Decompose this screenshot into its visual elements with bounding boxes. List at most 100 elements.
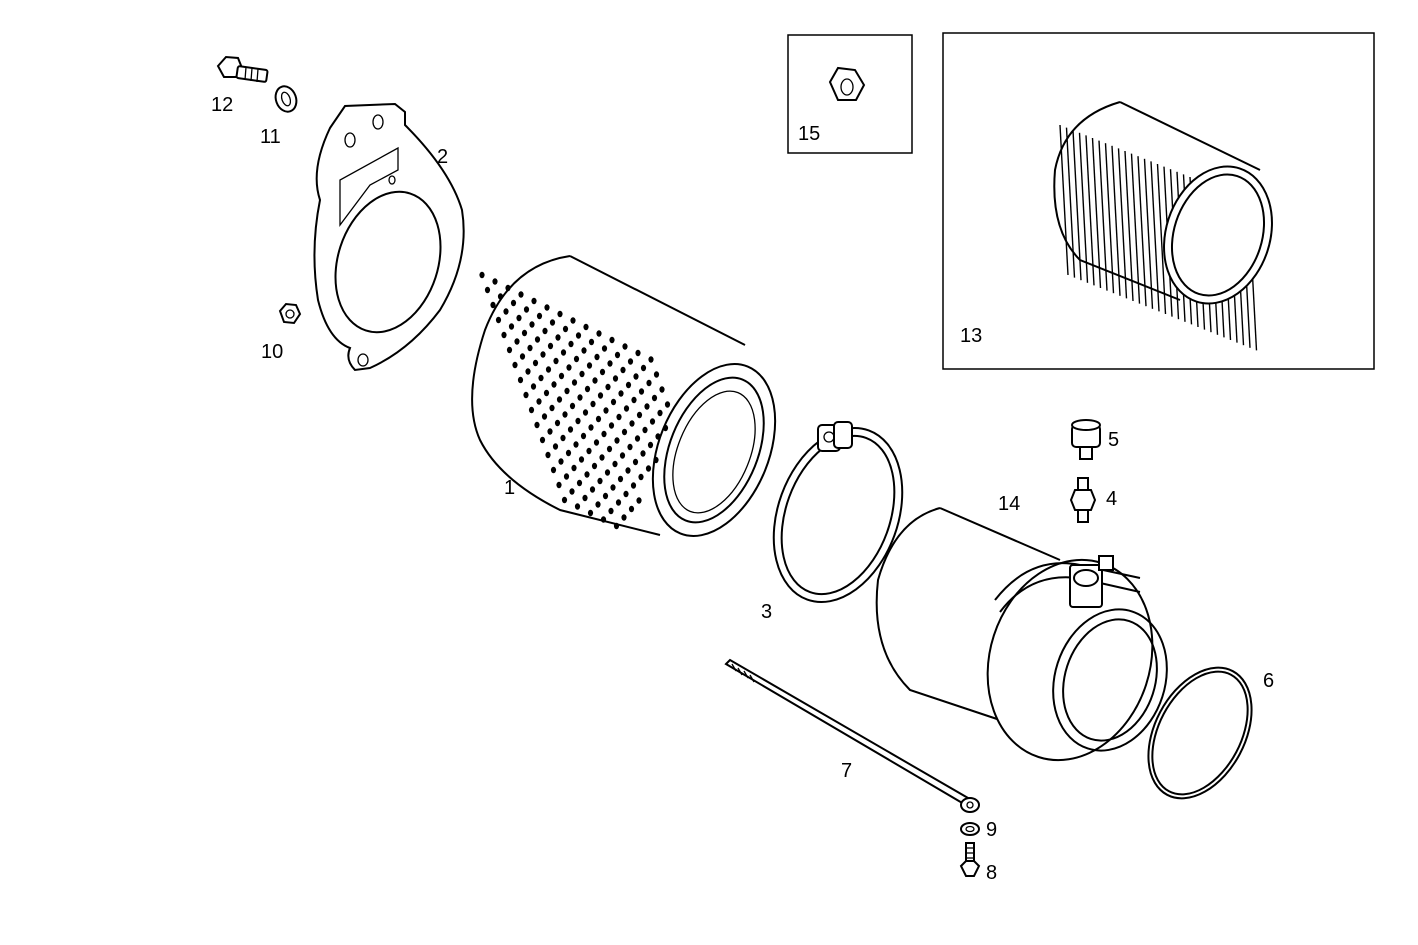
perforation-dot (577, 394, 583, 401)
perforation-dot (648, 356, 654, 363)
perforation-dot (555, 334, 561, 341)
perforation-dot (601, 430, 607, 438)
perforation-dot (574, 503, 581, 510)
perforation-dot (497, 293, 504, 300)
pleat-line (1143, 158, 1154, 309)
perforation-dot (547, 342, 554, 350)
pleat-line (1065, 127, 1076, 278)
perforation-dot (605, 383, 611, 391)
perforation-dot (516, 314, 522, 322)
perforation-dot (573, 355, 580, 363)
perforation-dot (594, 353, 600, 361)
perforation-dot (569, 402, 576, 410)
o-ring-part-6 (1147, 666, 1253, 800)
perforation-dot (649, 418, 656, 425)
perforation-dot (627, 358, 634, 365)
pleat-line (1098, 140, 1108, 291)
perforation-dot (539, 436, 546, 444)
perforation-dot (584, 471, 590, 478)
pleat-line (1117, 148, 1128, 299)
perforation-dot (657, 409, 663, 417)
pleat-line (1156, 163, 1167, 315)
washer-part-9 (960, 822, 980, 836)
pleat-line (1137, 156, 1147, 307)
label-part-4: 4 (1106, 488, 1117, 510)
perforation-dot (560, 349, 567, 356)
perforation-dot (610, 398, 617, 406)
perforation-dot (501, 331, 507, 339)
perforation-dot (638, 473, 644, 481)
pleat-line (1078, 132, 1089, 283)
perforation-dot (595, 501, 601, 508)
perforation-dot (561, 496, 568, 504)
perforation-dot (638, 388, 645, 395)
perforation-dot (527, 344, 533, 352)
perforation-pattern (479, 271, 671, 530)
perforation-dot (597, 477, 603, 485)
perforation-dot (562, 411, 568, 418)
pleat-line (1085, 135, 1095, 286)
perforation-dot (523, 391, 529, 399)
perforation-dot (538, 374, 544, 382)
perforation-dot (625, 467, 631, 474)
perforation-dot (554, 419, 561, 427)
perforation-dot (619, 452, 626, 459)
perforation-dot (633, 373, 639, 380)
perforation-dot (644, 403, 650, 410)
inset-box-15 (787, 34, 913, 154)
perforation-dot (562, 325, 569, 333)
perforation-dot (566, 364, 572, 371)
perforation-dot (541, 413, 548, 420)
perforation-dot (659, 386, 665, 393)
perforation-dot (595, 415, 602, 423)
perforation-dot (582, 494, 588, 502)
perforation-dot (521, 329, 528, 337)
perforation-dot (582, 409, 589, 416)
perforation-dot (490, 301, 496, 309)
perforation-dot (545, 451, 551, 459)
perforation-dot (547, 428, 553, 435)
perforation-dot (635, 349, 641, 357)
nut-part-15 (828, 66, 866, 101)
perforation-dot (534, 336, 541, 343)
perforation-dot (505, 284, 511, 292)
perforation-dot (570, 317, 576, 324)
perforated-filter-part-1 (471, 255, 777, 537)
perforation-dot (588, 424, 594, 431)
perforation-dot (602, 492, 609, 500)
perforation-dot (529, 321, 535, 328)
perforation-dot (571, 379, 578, 386)
housing-part-14 (875, 507, 1168, 762)
perforation-dot (608, 507, 614, 515)
perforation-dot (628, 505, 635, 513)
label-part-8: 8 (986, 862, 997, 884)
perforation-dot (618, 390, 624, 397)
perforation-dot (592, 377, 598, 384)
perforation-dot (556, 396, 563, 403)
perforation-dot (580, 432, 587, 440)
perforation-dot (591, 462, 598, 470)
perforation-dot (558, 458, 564, 465)
perforation-dot (543, 389, 550, 397)
perforation-dot (551, 381, 557, 388)
perforation-dot (593, 439, 600, 446)
valve-part-4 (1069, 477, 1097, 523)
cap-part-5 (1071, 419, 1101, 460)
perforation-dot (623, 490, 629, 498)
perforation-dot (662, 424, 669, 432)
perforation-dot (631, 396, 637, 404)
perforation-dot (651, 394, 658, 402)
perforation-dot (590, 400, 596, 408)
pleat-line (1150, 161, 1160, 312)
pleat-line (1104, 143, 1115, 294)
perforation-dot (620, 366, 626, 374)
perforation-dot (623, 405, 630, 412)
perforation-dot (621, 514, 627, 521)
bolt-part-12 (216, 55, 269, 83)
perforation-dot (576, 479, 583, 487)
perforation-dot (589, 486, 596, 493)
label-part-7: 7 (841, 760, 852, 782)
perforation-dot (528, 406, 535, 414)
screw-part-8 (959, 842, 981, 877)
